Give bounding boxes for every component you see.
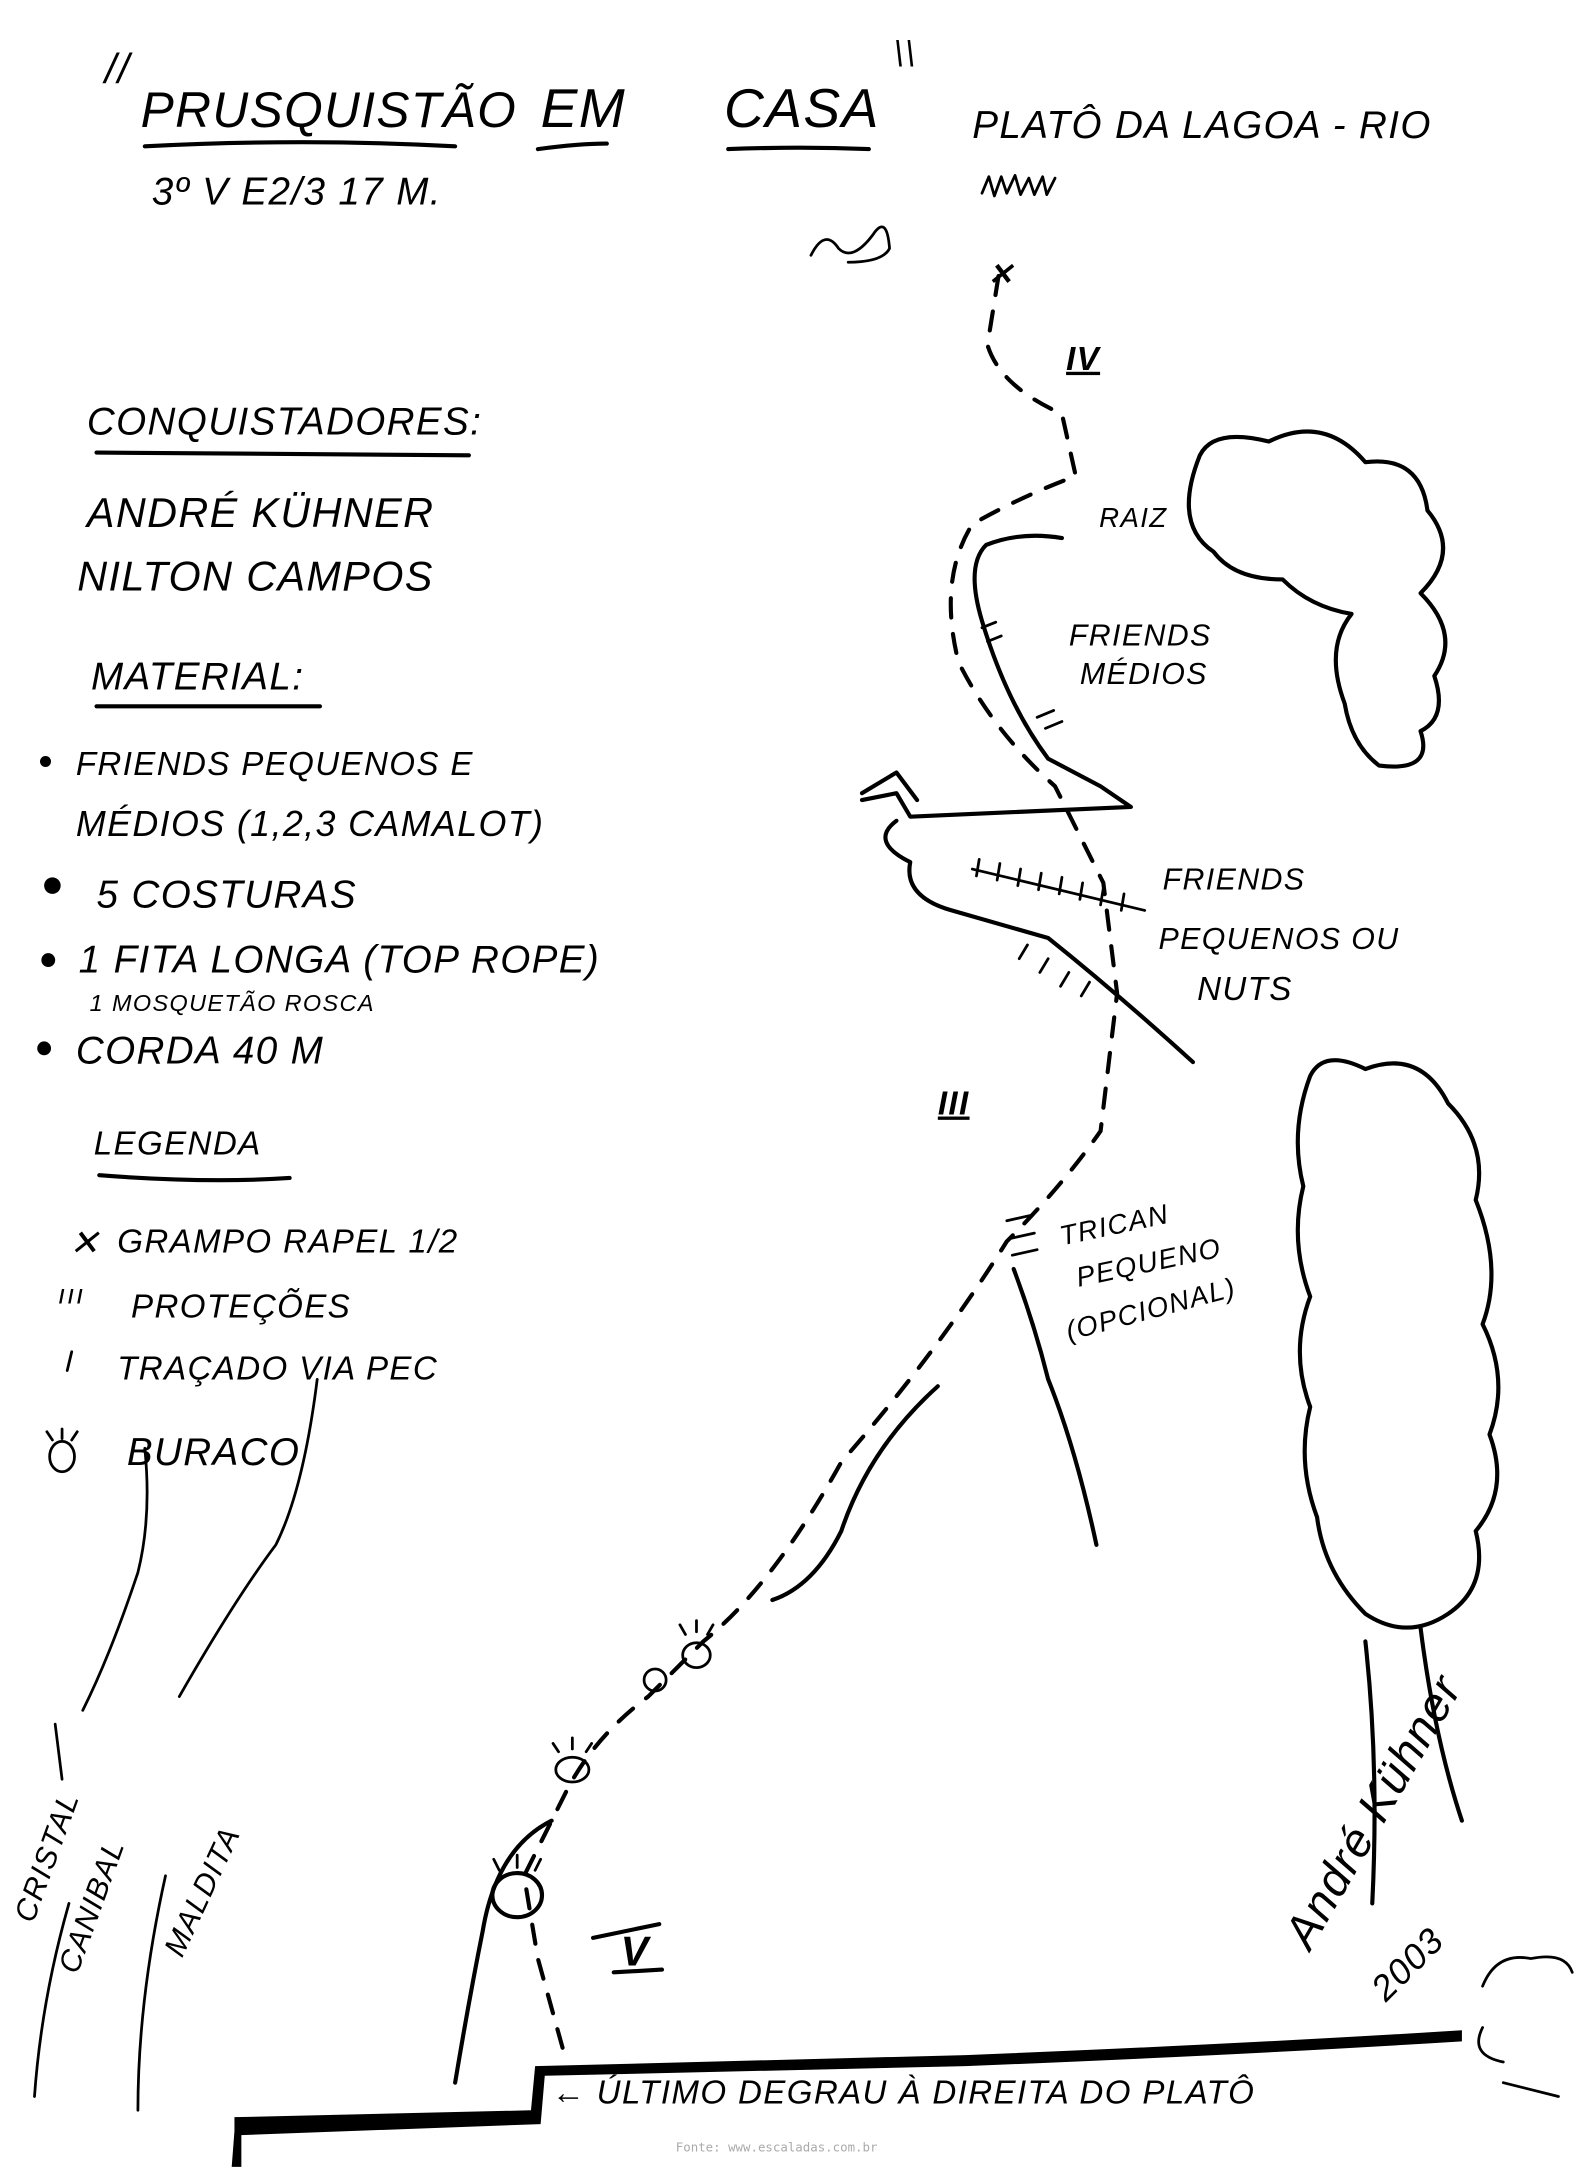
pitch-label: V (621, 1928, 652, 1974)
pitch-label: III (938, 1086, 970, 1123)
ground-ledge (231, 2030, 1462, 2167)
rock-outline (1011, 1266, 1099, 1547)
friends-medios-label: MÉDIOS (1080, 658, 1208, 691)
pitch-underline (590, 1922, 665, 1975)
conquistador-name: NILTON CAMPOS (77, 553, 434, 599)
hole-icon (490, 1619, 715, 1920)
location: PLATÔ DA LAGOA - RIO (972, 103, 1432, 147)
bullet (44, 877, 61, 894)
tree-icon (1295, 1058, 1501, 1906)
signature-year: 2003 (1363, 1920, 1452, 2009)
conquistadores-heading: CONQUISTADORES: (87, 401, 482, 444)
heading-underline (94, 450, 471, 458)
title-word-3: CASA (724, 77, 880, 139)
neighbor-route-label: MALDITA (158, 1822, 247, 1962)
material-item: 1 FITA LONGA (TOP ROPE) (79, 938, 601, 981)
title-underline (142, 140, 871, 152)
tree-icon (1186, 429, 1448, 769)
material-item: MÉDIOS (1,2,3 CAMALOT) (76, 804, 545, 844)
grade: 3º V E2/3 17 M. (152, 170, 442, 213)
title-close-quote: \\ (894, 34, 917, 74)
bullet (41, 953, 56, 967)
legend-label: BURACO (127, 1431, 300, 1474)
legend-label: PROTEÇÕES (131, 1287, 351, 1325)
legend-symbol-bolt: ✕ (69, 1223, 100, 1263)
bullet (39, 755, 52, 767)
legend-symbol-route-icon (62, 1350, 74, 1388)
title-word-2: EM (541, 77, 627, 139)
neighbor-route-line (33, 1377, 319, 2112)
rappel-bolt-icon: ✕ (987, 258, 1014, 291)
legend-hole-icon (45, 1427, 79, 1474)
material-item: FRIENDS PEQUENOS E (76, 746, 474, 783)
title-word-1: PRUSQUISTÃO (141, 82, 517, 138)
conquistador-name: ANDRÉ KÜHNER (84, 490, 434, 536)
heading-underline (97, 1173, 292, 1183)
legend-symbol-protection: ııı (58, 1278, 85, 1309)
rock-outline (859, 533, 1133, 819)
pitch-label: IV (1066, 341, 1102, 378)
vegetation-icon (809, 173, 1057, 264)
material-item: CORDA 40 M (76, 1030, 324, 1073)
friends-pequenos-label: PEQUENOS OU (1158, 923, 1399, 956)
rock-outline (859, 770, 1196, 1065)
source-credit: Fonte: www.escaladas.com.br (676, 2140, 878, 2155)
legend-label: TRAÇADO VIA PEC (117, 1350, 438, 1387)
rock-outline (453, 1384, 940, 2085)
tree-icon (1477, 1955, 1574, 2098)
title-open-quote: // (102, 46, 134, 92)
friends-medios-label: FRIENDS (1069, 620, 1212, 653)
friends-pequenos-label: FRIENDS (1163, 864, 1306, 897)
protection-icon (975, 620, 1126, 1257)
material-item: 1 MOSQUETÃO ROSCA (90, 990, 375, 1016)
base-note: ← ÚLTIMO DEGRAU À DIREITA DO PLATÔ (552, 2073, 1256, 2111)
title: // PRUSQUISTÃO EM CASA \\ (102, 34, 917, 152)
bullet (37, 1041, 52, 1056)
tricam-label: TRICAN (1057, 1198, 1172, 1251)
friends-pequenos-label: NUTS (1197, 971, 1293, 1008)
material-heading: MATERIAL: (91, 656, 304, 699)
legend-heading: LEGENDA (94, 1126, 262, 1163)
legend-label: GRAMPO RAPEL 1/2 (117, 1223, 458, 1260)
route-line[interactable] (522, 273, 1120, 2051)
material-item: 5 COSTURAS (97, 874, 358, 917)
raiz-label: RAIZ (1099, 502, 1167, 533)
